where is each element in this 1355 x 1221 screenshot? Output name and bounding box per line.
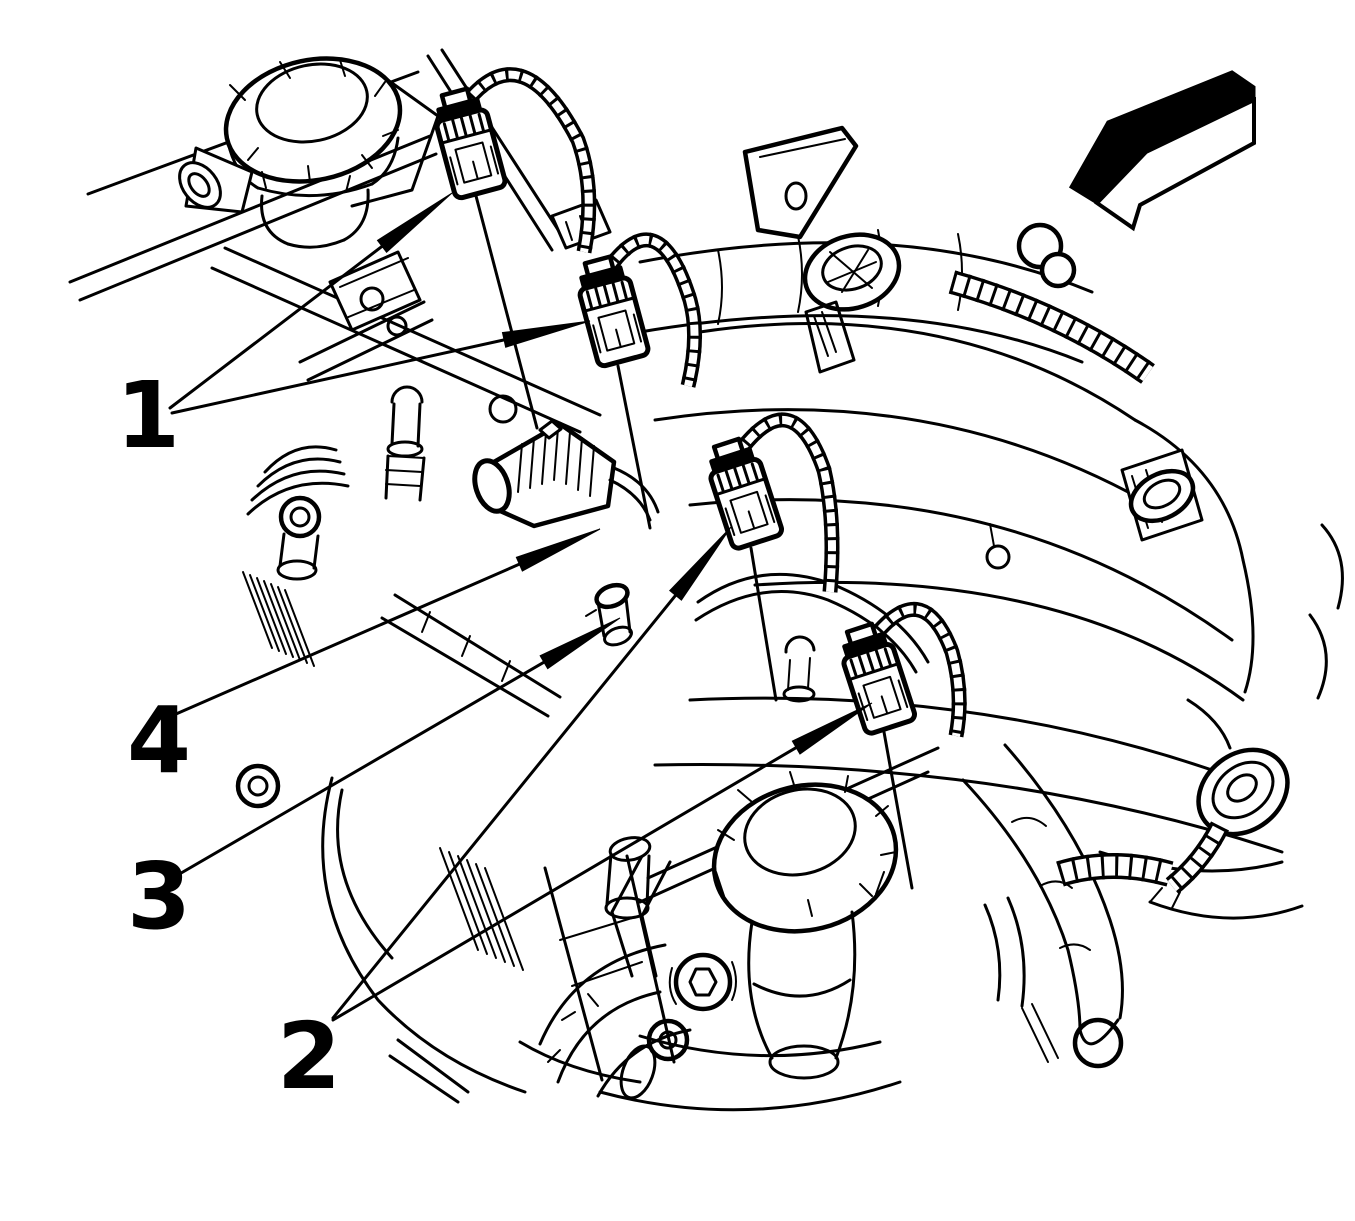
injector-connector-2: [572, 253, 649, 367]
callout-4-leader-1: [174, 560, 527, 716]
egr-boss: [1120, 448, 1204, 542]
callout-4-arrowhead-1: [515, 528, 601, 572]
callout-4: 4: [127, 687, 191, 794]
oil-filler-cap-right: [518, 771, 902, 1112]
fuel-rail: [380, 593, 562, 971]
callout-3: 3: [127, 843, 191, 950]
callout-1-arrowhead-1: [376, 192, 453, 254]
manifold-port: [1149, 747, 1290, 909]
injector-connector-3: [702, 435, 784, 550]
callout-2-leader-2: [331, 743, 803, 1022]
view-direction-arrow: [1068, 70, 1256, 232]
callout-1-leader-1: [168, 241, 389, 410]
front-cover-pulley: [321, 776, 692, 1104]
left-valve-cover: [68, 48, 602, 434]
callout-3-arrowhead-1: [539, 617, 621, 670]
oil-filler-cap-left: [178, 56, 403, 249]
callout-1-arrowhead-2: [501, 320, 591, 348]
connector-block-item-4-target: [472, 419, 660, 529]
injector-connectors: [429, 85, 916, 890]
callout-1: 1: [116, 362, 180, 469]
corrugated-conduits: [455, 67, 1229, 894]
callout-2-leader-1: [331, 589, 681, 1020]
callouts: 1 23 4: [116, 192, 873, 1110]
sensor-item-3-target: [585, 582, 633, 647]
connector-1-stem: [474, 194, 539, 430]
ignition-coil-area: [235, 198, 612, 809]
connector-2-stem: [616, 364, 652, 530]
callout-2-arrowhead-2: [791, 702, 873, 755]
callout-2: 2: [277, 1003, 341, 1110]
connector-4-stem: [882, 730, 914, 890]
connector-3-stem: [749, 546, 778, 702]
callout-1-leader-2: [170, 337, 512, 415]
callout-2-arrowhead-1: [669, 526, 732, 601]
throttle-flange: [802, 232, 902, 374]
direction-arrow-face: [1093, 96, 1256, 232]
callout-3-leader-1: [174, 657, 551, 878]
injector-connector-1: [429, 85, 506, 199]
radiator-hose: [961, 698, 1232, 1069]
